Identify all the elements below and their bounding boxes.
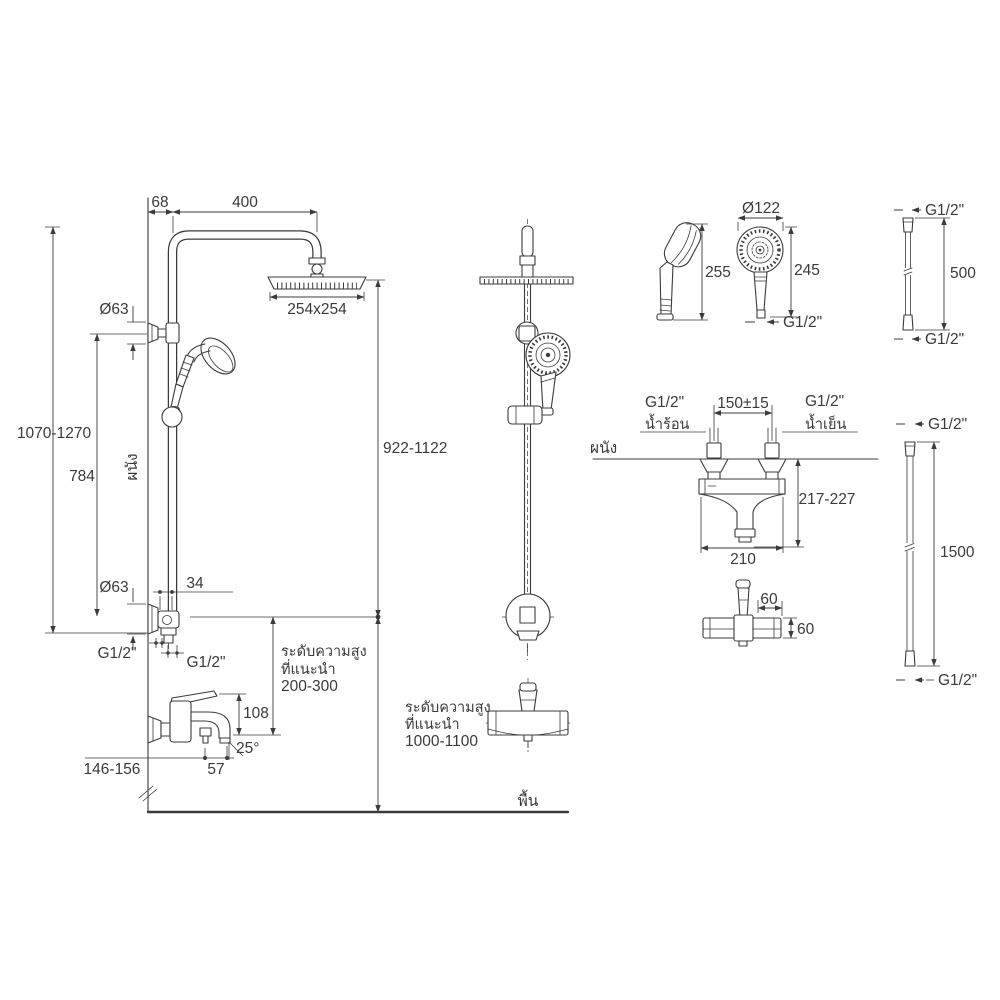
dim-bottom-flange-label: Ø63 [99, 579, 128, 596]
note-200-300-line1: ระดับความสูง [281, 644, 367, 660]
cold-label: น้ำเย็น [805, 413, 847, 433]
dim-body-depth: 60 [783, 617, 815, 639]
long-hose-detail: 1500 G1/2" G1/2" [896, 416, 977, 689]
cold-inlet-callout: G1/2" น้ำเย็น [782, 393, 858, 433]
thread-bottom-label: G1/2" [938, 672, 977, 689]
thread-outlet-label: G1/2" [186, 654, 225, 671]
dim-inlet-spacing: 150±15 [713, 395, 773, 441]
dim-knob-offset: 60 [757, 591, 783, 616]
dim-arm-length-label: 400 [232, 194, 258, 211]
thread-hot-label: G1/2" [645, 394, 684, 411]
handshower-detail-front [736, 226, 784, 319]
bottom-fitting [505, 593, 551, 652]
dim-front-height-label: 245 [794, 262, 820, 279]
thread-top-callout: G1/2" [896, 416, 967, 433]
floor-label: พื้น [518, 789, 539, 810]
bath-mixer-side [147, 690, 231, 744]
dim-mixer-width-label: 210 [730, 551, 756, 568]
mixer-body-front [698, 458, 787, 543]
dim-side-height: 255 [673, 223, 731, 321]
hose-length-label: 1500 [940, 544, 975, 561]
dim-overall-height: 1070-1270 [17, 226, 148, 634]
dim-holder-height-label: 784 [69, 468, 95, 485]
hot-label: น้ำร้อน [645, 413, 690, 433]
dim-mixer-height-label: 108 [243, 705, 269, 722]
dim-hose-length: 500 [915, 217, 976, 331]
short-hose-detail: 500 G1/2" G1/2" [894, 202, 976, 348]
dim-head-size-label: 254x254 [287, 301, 347, 318]
dim-recommended-1000-1100: ระดับความสูง ที่แนะนำ 1000-1100 [375, 614, 491, 813]
note-200-300-line3: 200-300 [281, 678, 338, 695]
thread-label: G1/2" [783, 314, 822, 331]
wall-label-side: ผนัง [124, 453, 141, 480]
dim-bottom-flange: Ø63 [99, 579, 146, 650]
dim-top-flange: Ø63 [99, 301, 146, 360]
side-view: 68 400 254x254 Ø63 Ø63 34 [17, 194, 570, 814]
dim-spout-angle-label: 25° [236, 740, 259, 757]
dim-mixer-width: 210 [700, 497, 784, 568]
dim-head-dia-label: Ø122 [742, 200, 780, 217]
dim-mixer-height: 108 [219, 693, 269, 736]
dim-knob-offset-label: 60 [760, 591, 778, 608]
handshower-side-small [161, 337, 236, 428]
dim-spout-angle: 25° [228, 740, 259, 760]
thread-wall-label: G1/2" [97, 645, 136, 662]
dim-spout-reach-label: 57 [207, 761, 224, 778]
thread-bottom-callout: G1/2" [896, 672, 977, 689]
dim-body-depth-label: 60 [797, 621, 815, 638]
dim-recommended-200-300: ระดับความสูง ที่แนะนำ 200-300 [190, 616, 378, 736]
thread-top-callout: G1/2" [894, 202, 964, 219]
dim-holder-height: 784 [69, 333, 147, 617]
rainshower-head-side [267, 257, 367, 290]
dim-arm-length: 400 [172, 194, 318, 232]
rainshower-head-front [479, 276, 574, 285]
note-1000-1100-line2: ที่แนะนำ [405, 714, 460, 733]
handshower-detail-side [656, 222, 702, 321]
thread-top-label: G1/2" [928, 416, 967, 433]
bath-mixer-front [486, 678, 570, 752]
hose-length-label: 500 [950, 265, 976, 282]
dim-mixer-depth-label: 217-227 [799, 491, 856, 508]
thread-callout: G1/2" [745, 314, 822, 331]
dim-inlet-spacing-label: 150±15 [717, 395, 769, 412]
handshower-front-small [507, 332, 571, 425]
thread-wall-callout: G1/2" [97, 638, 169, 662]
dim-side-height-label: 255 [705, 264, 731, 281]
thread-bottom-callout: G1/2" [894, 331, 964, 348]
dim-wall-to-spout-label: 146-156 [84, 761, 141, 778]
hot-inlet-callout: G1/2" น้ำร้อน [640, 394, 706, 433]
thread-cold-label: G1/2" [805, 393, 844, 410]
upper-holder [147, 322, 180, 344]
mixer-top-view: 60 60 [702, 579, 815, 647]
note-1000-1100-line3: 1000-1100 [405, 733, 478, 750]
thread-outlet-callout: G1/2" [161, 645, 226, 671]
mixer-detail: ผนัง G1/2" น้ำร้อน G1/2" น้ำเย็น 150±15 [590, 393, 879, 568]
wall-label-right: ผนัง [590, 440, 617, 457]
dim-head-size: 254x254 [269, 292, 365, 318]
thread-top-label: G1/2" [925, 202, 964, 219]
riser-and-arm [167, 230, 322, 612]
dim-wall-to-pipe: 68 [147, 194, 174, 233]
note-1000-1100-line1: ระดับความสูง [405, 700, 491, 716]
dim-hose-length: 1500 [917, 441, 975, 667]
dim-wall-to-spout: 146-156 57 [84, 746, 234, 778]
dim-head-dia: Ø122 [737, 200, 784, 231]
dim-wall-to-pipe-label: 68 [151, 194, 168, 211]
dim-overall-height-label: 1070-1270 [17, 425, 92, 442]
dim-top-flange-label: Ø63 [99, 301, 128, 318]
handshower-detail: 255 Ø122 245 G1/2" [656, 200, 822, 331]
front-view: 922-1122 ระดับความสูง ที่แนะนำ 1000-1100… [366, 219, 574, 813]
dim-outlet-offset: 34 [153, 575, 233, 610]
note-200-300-line2: ที่แนะนำ [281, 659, 336, 678]
top-nozzle [519, 225, 536, 278]
dim-column-height: 922-1122 [366, 279, 447, 618]
thread-bottom-label: G1/2" [925, 331, 964, 348]
slider-knob [515, 321, 539, 345]
dim-column-height-label: 922-1122 [383, 440, 447, 457]
lower-supply-elbow [147, 603, 180, 649]
wall-line [138, 197, 158, 813]
dim-outlet-offset-label: 34 [186, 575, 204, 592]
